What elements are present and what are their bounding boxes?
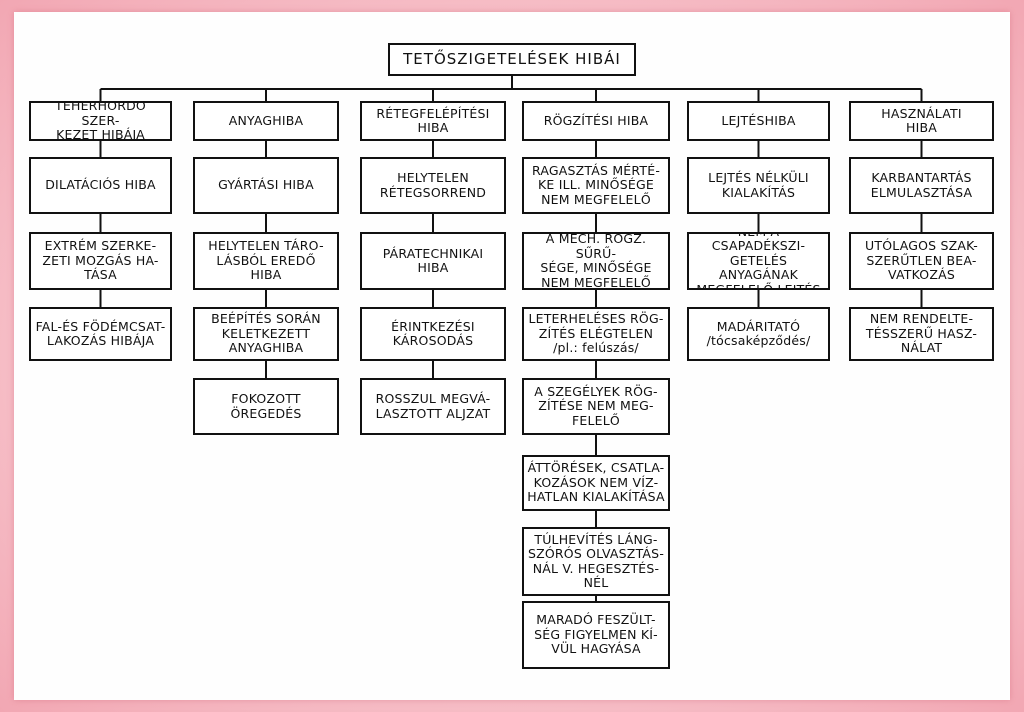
heading-usage-fault-box: HASZNÁLATI HIBA [849, 101, 994, 141]
fixing-fault-item-2-label: A MECH. RÖGZ. SŰRŰ- SÉGE, MINŐSÉGE NEM M… [540, 232, 652, 290]
structural-fault-item-1-label: DILATÁCIÓS HIBA [45, 177, 156, 193]
slope-fault-item-3-box: MADÁRITATÓ /tócsaképződés/ [687, 307, 830, 361]
heading-slope-fault-label: LEJTÉSHIBA [721, 112, 796, 128]
usage-fault-item-2-label: UTÓLAGOS SZAK- SZERŰTLEN BEA- VATKOZÁS [865, 238, 978, 283]
heading-material-fault-box: ANYAGHIBA [193, 101, 339, 141]
heading-fixing-fault-box: RÖGZÍTÉSI HIBA [522, 101, 670, 141]
fixing-fault-item-5-label: ÁTTÖRÉSEK, CSATLA- KOZÁSOK NEM VÍZ- HATL… [527, 460, 665, 505]
fixing-fault-item-4-box: A SZEGÉLYEK RÖG- ZÍTÉSE NEM MEG- FELELŐ [522, 378, 670, 435]
fixing-fault-item-4-label: A SZEGÉLYEK RÖG- ZÍTÉSE NEM MEG- FELELŐ [534, 383, 658, 428]
fixing-fault-item-7-label: MARADÓ FESZÜLT- SÉG FIGYELMEN KÍ- VÜL HA… [534, 612, 658, 657]
structural-fault-item-2-label: EXTRÉM SZERKE- ZETI MOZGÁS HA- TÁSA [42, 238, 159, 283]
structural-fault-item-3-label: FAL-ÉS FÖDÉMCSAT- LAKOZÁS HIBÁJA [35, 318, 166, 348]
root-title-box: TETŐSZIGETELÉSEK HIBÁI [388, 43, 636, 76]
slope-fault-item-1-box: LEJTÉS NÉLKÜLI KIALAKÍTÁS [687, 157, 830, 214]
heading-usage-fault-label: HASZNÁLATI HIBA [881, 105, 962, 135]
layer-build-fault-item-4-label: ROSSZUL MEGVÁ- LASZTOTT ALJZAT [375, 391, 491, 421]
layer-build-fault-item-1-label: HELYTELEN RÉTEGSORREND [379, 170, 487, 200]
paper-sheet [14, 12, 1010, 700]
heading-structural-fault-box: TEHERHORDÓ SZER- KEZET HIBÁJA [29, 101, 172, 141]
fixing-fault-item-2-box: A MECH. RÖGZ. SŰRŰ- SÉGE, MINŐSÉGE NEM M… [522, 232, 670, 290]
material-fault-item-1-label: GYÁRTÁSI HIBA [218, 177, 314, 193]
heading-slope-fault-box: LEJTÉSHIBA [687, 101, 830, 141]
fixing-fault-item-7-box: MARADÓ FESZÜLT- SÉG FIGYELMEN KÍ- VÜL HA… [522, 601, 670, 669]
usage-fault-item-1-label: KARBANTARTÁS ELMULASZTÁSA [870, 170, 973, 200]
heading-layer-build-fault-box: RÉTEGFELÉPÍTÉSI HIBA [360, 101, 506, 141]
structural-fault-item-3-box: FAL-ÉS FÖDÉMCSAT- LAKOZÁS HIBÁJA [29, 307, 172, 361]
layer-build-fault-item-2-label: PÁRATECHNIKAI HIBA [382, 245, 484, 275]
fixing-fault-item-5-box: ÁTTÖRÉSEK, CSATLA- KOZÁSOK NEM VÍZ- HATL… [522, 455, 670, 511]
material-fault-item-1-box: GYÁRTÁSI HIBA [193, 157, 339, 214]
material-fault-item-4-box: FOKOZOTT ÖREGEDÉS [193, 378, 339, 435]
heading-structural-fault-label: TEHERHORDÓ SZER- KEZET HIBÁJA [55, 101, 146, 141]
material-fault-item-3-box: BEÉPÍTÉS SORÁN KELETKEZETT ANYAGHIBA [193, 307, 339, 361]
root-title: TETŐSZIGETELÉSEK HIBÁI [403, 49, 621, 68]
material-fault-item-2-label: HELYTELEN TÁRO- LÁSBÓL EREDŐ HIBA [208, 238, 324, 283]
fixing-fault-item-3-label: LETERHELÉSES RÖG- ZÍTÉS ELÉGTELEN /pl.: … [528, 311, 664, 356]
slope-fault-item-2-box: NEM A CSAPADÉKSZI- GETELÉS ANYAGÁNAK MEG… [687, 232, 830, 290]
material-fault-item-3-label: BEÉPÍTÉS SORÁN KELETKEZETT ANYAGHIBA [211, 311, 321, 356]
layer-build-fault-item-1-box: HELYTELEN RÉTEGSORREND [360, 157, 506, 214]
material-fault-item-4-label: FOKOZOTT ÖREGEDÉS [230, 391, 302, 421]
slope-fault-item-1-label: LEJTÉS NÉLKÜLI KIALAKÍTÁS [708, 170, 809, 200]
slope-fault-item-2-label: NEM A CSAPADÉKSZI- GETELÉS ANYAGÁNAK MEG… [696, 234, 821, 290]
heading-layer-build-fault-label: RÉTEGFELÉPÍTÉSI HIBA [376, 105, 490, 135]
fixing-fault-item-1-label: RAGASZTÁS MÉRTÉ- KE ILL. MINŐSÉGE NEM ME… [531, 162, 661, 207]
heading-fixing-fault-label: RÖGZÍTÉSI HIBA [543, 112, 649, 128]
usage-fault-item-2-box: UTÓLAGOS SZAK- SZERŰTLEN BEA- VATKOZÁS [849, 232, 994, 290]
fixing-fault-item-1-box: RAGASZTÁS MÉRTÉ- KE ILL. MINŐSÉGE NEM ME… [522, 157, 670, 214]
usage-fault-item-1-box: KARBANTARTÁS ELMULASZTÁSA [849, 157, 994, 214]
fixing-fault-item-3-box: LETERHELÉSES RÖG- ZÍTÉS ELÉGTELEN /pl.: … [522, 307, 670, 361]
fixing-fault-item-6-box: TÚLHEVÍTÉS LÁNG- SZÓRÓS OLVASZTÁS- NÁL V… [522, 527, 670, 596]
layer-build-fault-item-3-box: ÉRINTKEZÉSI KÁROSODÁS [360, 307, 506, 361]
layer-build-fault-item-3-label: ÉRINTKEZÉSI KÁROSODÁS [391, 318, 475, 348]
heading-material-fault-label: ANYAGHIBA [228, 112, 304, 128]
usage-fault-item-3-box: NEM RENDELTE- TÉSSZERŰ HASZ- NÁLAT [849, 307, 994, 361]
structural-fault-item-1-box: DILATÁCIÓS HIBA [29, 157, 172, 214]
layer-build-fault-item-2-box: PÁRATECHNIKAI HIBA [360, 232, 506, 290]
layer-build-fault-item-4-box: ROSSZUL MEGVÁ- LASZTOTT ALJZAT [360, 378, 506, 435]
slope-fault-item-3-label: MADÁRITATÓ /tócsaképződés/ [706, 318, 811, 348]
fixing-fault-item-6-label: TÚLHEVÍTÉS LÁNG- SZÓRÓS OLVASZTÁS- NÁL V… [527, 531, 665, 590]
material-fault-item-2-box: HELYTELEN TÁRO- LÁSBÓL EREDŐ HIBA [193, 232, 339, 290]
usage-fault-item-3-label: NEM RENDELTE- TÉSSZERŰ HASZ- NÁLAT [865, 311, 978, 356]
structural-fault-item-2-box: EXTRÉM SZERKE- ZETI MOZGÁS HA- TÁSA [29, 232, 172, 290]
